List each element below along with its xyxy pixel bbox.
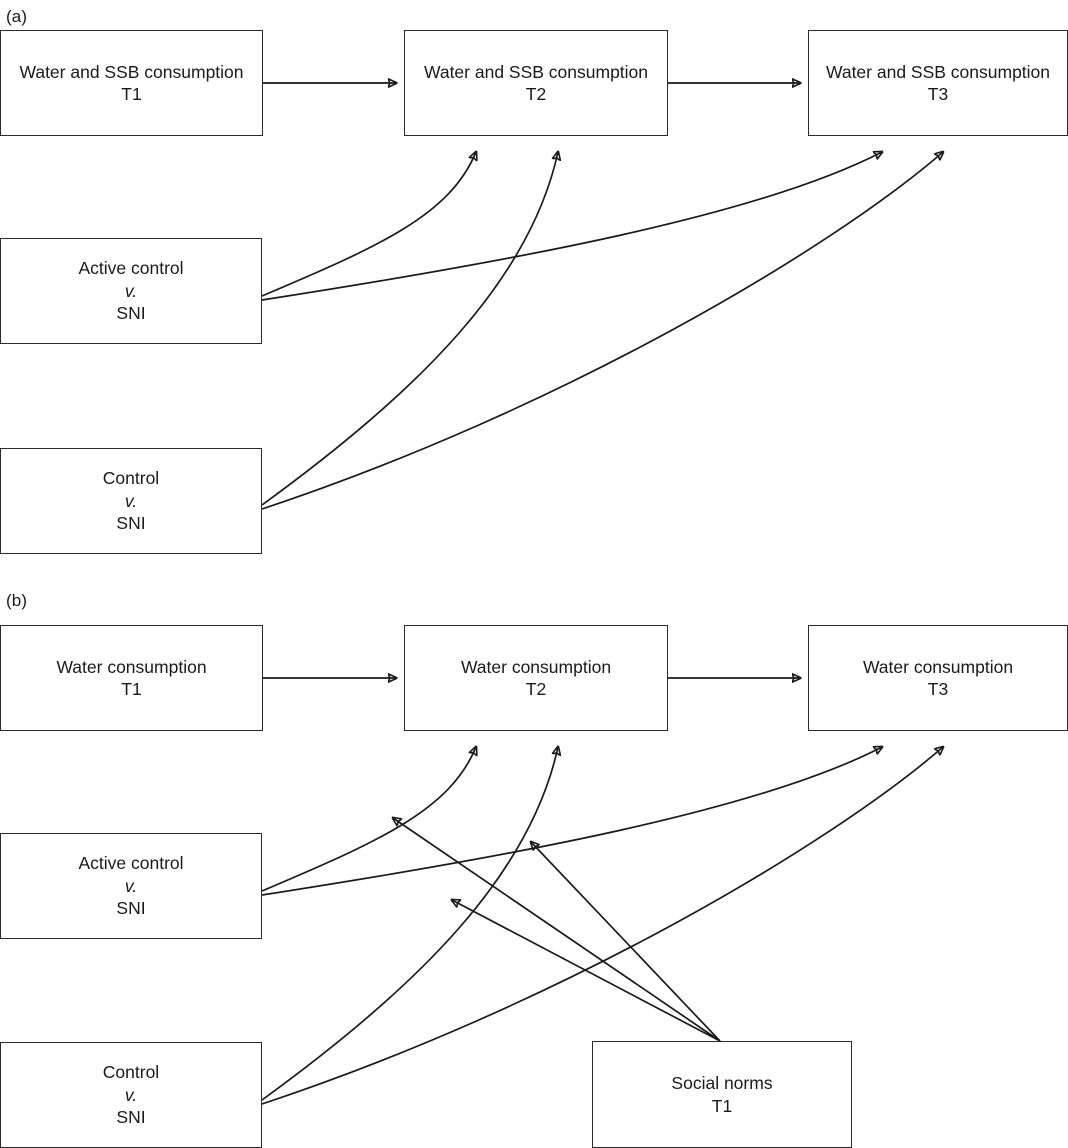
node-line: Control [102,1062,160,1083]
node-line-versus: v. [124,490,138,511]
node-line: T3 [927,84,949,104]
node-line: T1 [121,84,142,104]
node-line: T2 [525,679,547,699]
node-line-versus: v. [124,280,138,301]
node-line: T1 [711,1095,733,1116]
node-line: T3 [927,679,949,699]
node-line: SNI [116,898,146,919]
edge-a-control-to-t2 [261,152,558,506]
node-control-vs-sni-a: Control v. SNI [0,448,262,554]
node-line: Water and SSB consumption [19,61,244,82]
node-line: T2 [525,84,547,104]
node-line: Active control [78,258,184,279]
node-line: T1 [121,679,142,699]
node-line: SNI [116,303,146,324]
panel-label-b: (b) [6,591,28,610]
node-line-versus: v. [124,875,138,896]
node-line: Water consumption [460,656,612,677]
node-water-ssb-consumption-t2: Water and SSB consumption T2 [404,30,668,136]
node-active-control-vs-sni-a: Active control v. SNI [0,238,262,344]
node-water-consumption-t2: Water consumption T2 [404,625,668,731]
edge-b-activecontrol-to-t2 [261,747,476,892]
node-line: Water and SSB consumption [423,61,649,82]
panel-label-a: (a) [6,7,28,26]
node-water-consumption-t1: Water consumption T1 [0,625,263,731]
edge-b-socialnorms-moderates-activecontrol-t3 [531,842,721,1042]
node-control-vs-sni-b: Control v. SNI [0,1042,262,1148]
node-water-ssb-consumption-t3: Water and SSB consumption T3 [808,30,1068,136]
node-line: Water and SSB consumption [825,61,1051,82]
edge-a-control-to-t3 [261,152,943,510]
node-line-versus: v. [124,1084,138,1105]
edge-a-activecontrol-to-t3 [261,152,882,301]
node-active-control-vs-sni-b: Active control v. SNI [0,833,262,939]
node-line: Active control [78,853,184,874]
node-line: Control [102,468,160,489]
edge-b-socialnorms-moderates-control-t2 [452,900,721,1042]
node-line: Social norms [671,1073,773,1094]
node-line: SNI [116,1107,146,1128]
edge-a-activecontrol-to-t2 [261,152,476,297]
node-water-ssb-consumption-t1: Water and SSB consumption T1 [0,30,263,136]
edge-b-control-to-t2 [261,747,558,1101]
edge-b-activecontrol-to-t3 [261,747,882,896]
node-line: Water consumption [56,656,207,677]
node-social-norms-t1: Social norms T1 [592,1041,852,1148]
node-water-consumption-t3: Water consumption T3 [808,625,1068,731]
node-line: Water consumption [862,656,1014,677]
edge-b-socialnorms-moderates-activecontrol-t2 [393,818,721,1042]
node-line: SNI [116,513,146,534]
